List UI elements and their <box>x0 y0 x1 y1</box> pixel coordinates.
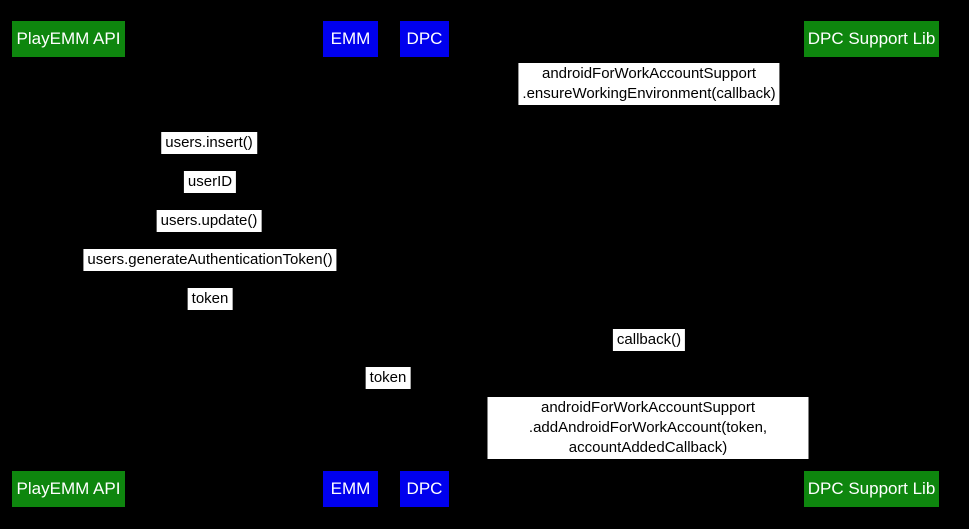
message-users-update: users.update() <box>156 210 262 232</box>
participant-emm-top: EMM <box>323 21 378 57</box>
participant-dpc-support-lib-top: DPC Support Lib <box>804 21 939 57</box>
participant-dpc-top: DPC <box>400 21 449 57</box>
participant-playemm-api-top: PlayEMM API <box>12 21 125 57</box>
participant-dpc-bottom: DPC <box>400 471 449 507</box>
participant-emm-bottom: EMM <box>323 471 378 507</box>
message-callback: callback() <box>612 329 686 351</box>
participant-dpc-support-lib-bottom: DPC Support Lib <box>804 471 939 507</box>
message-add-android-for-work-account: androidForWorkAccountSupport .addAndroid… <box>487 397 809 459</box>
message-user-id: userID <box>183 171 237 193</box>
message-users-generate-authentication-token: users.generateAuthenticationToken() <box>83 249 337 271</box>
message-token-to-dpc: token <box>365 367 411 389</box>
message-token-to-emm: token <box>187 288 233 310</box>
message-users-insert: users.insert() <box>161 132 257 154</box>
message-ensure-working-environment: androidForWorkAccountSupport .ensureWork… <box>518 63 780 105</box>
participant-playemm-api-bottom: PlayEMM API <box>12 471 125 507</box>
